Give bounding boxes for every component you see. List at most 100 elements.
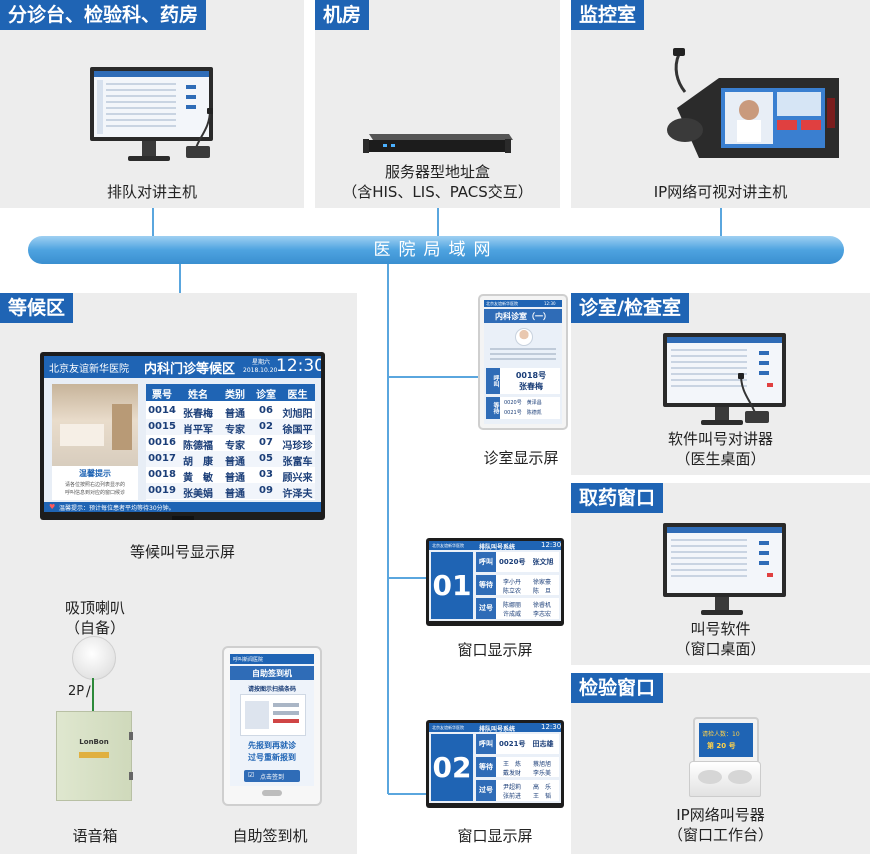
cell-doctor: 张富车 <box>282 457 313 468</box>
server-caption-line1: 服务器型地址盒 <box>384 163 490 181</box>
clinic-title: 内科诊室（一） <box>495 312 551 321</box>
cell-ticket: 0019 <box>148 485 176 496</box>
kiosk-caption: 自助签到机 <box>232 827 308 845</box>
cell-type: 普通 <box>225 473 245 484</box>
consult-caption-line2: （医生桌面） <box>675 450 766 468</box>
cell-type: 普通 <box>225 489 245 500</box>
cell-name: 张春梅 <box>183 409 213 420</box>
clinic-call-tag: 呼叫 <box>486 368 500 394</box>
triage-drop-line <box>152 208 154 238</box>
doctor-avatar-icon <box>515 328 533 346</box>
window2-time: 12:30 <box>541 723 561 731</box>
window2-call-tag: 呼叫 <box>476 734 496 754</box>
window1-wait-name-0: 李小丹 <box>503 579 522 586</box>
cell-ticket: 0014 <box>148 405 176 416</box>
branch-clinic-line <box>388 376 478 378</box>
window2-pass-tag: 过号 <box>476 780 496 801</box>
cell-room: 03 <box>259 469 273 480</box>
window2-wait-name-0: 王 炼 <box>503 761 522 768</box>
lab-caption-line1: IP网络叫号器 <box>676 806 765 824</box>
window2-pass-name-1: 高 乐 <box>533 784 552 791</box>
server-room-panel: 机房 服务器型地址盒 （含HIS、LIS、PACS交互） <box>315 0 560 208</box>
cell-name: 陈德福 <box>183 441 213 452</box>
window1-system: 排队叫号系统 <box>479 544 516 551</box>
server-room-title: 机房 <box>315 0 370 30</box>
network-bus: 医院局域网 <box>28 236 844 264</box>
window1-wait-name-2: 陈立农 <box>503 588 522 595</box>
window1-pass-name-3: 李志宏 <box>533 611 552 618</box>
doctor-desktop-monitor <box>663 333 788 433</box>
monitor-room-title: 监控室 <box>571 0 645 30</box>
consult-panel-title: 诊室/检查室 <box>571 293 689 323</box>
waiting-tip-line1: 请各位按照右边列表显示的 <box>64 482 125 488</box>
cell-room: 07 <box>259 437 273 448</box>
cell-doctor: 许泽夫 <box>282 489 313 500</box>
main-vertical-line <box>387 264 389 794</box>
clinic-screen-caption: 诊室显示屏 <box>483 449 559 467</box>
clinic-call-name: 张春梅 <box>519 382 543 391</box>
waiting-time: 12:30 <box>276 356 321 376</box>
monitor-drop-line <box>720 208 722 238</box>
cell-ticket: 0016 <box>148 437 176 448</box>
kiosk-checkin-button[interactable]: ☑ 点击签到 <box>244 770 300 782</box>
window2-number: 02 <box>431 734 473 801</box>
clinic-screen: 北京友谊新华医院 12:30 内科诊室（一） 呼叫 0018号 张春梅 等待 0… <box>478 294 568 430</box>
speaker-caption-line1: 吸顶喇叭 <box>64 599 125 617</box>
cell-room: 09 <box>259 485 273 496</box>
consult-caption-line1: 软件叫号对讲器 <box>667 430 773 448</box>
server-box-icon <box>363 134 513 153</box>
window1-number: 01 <box>431 552 473 619</box>
window1-pass-name-0: 陈娜丽 <box>503 602 522 609</box>
cell-doctor: 刘旭阳 <box>282 409 313 420</box>
cell-doctor: 徐国平 <box>282 425 313 436</box>
wire-slash-icon: / <box>86 684 91 700</box>
window-screen-2: 北京友谊新华医院 排队叫号系统 12:30 02 呼叫 0021号 田志雄 等待… <box>426 720 564 808</box>
cell-type: 专家 <box>225 441 245 452</box>
pharmacy-panel: 取药窗口 叫号软件 （窗口桌面） <box>571 483 870 665</box>
window2-call-text: 0021号 田志雄 <box>499 740 554 748</box>
cell-room: 02 <box>259 421 273 432</box>
clinic-wait2: 0021号 陈德凯 <box>504 410 542 416</box>
waiting-panel-title: 等候区 <box>0 293 74 323</box>
clinic-call-number: 0018号 <box>515 371 547 380</box>
window1-hospital: 北京友谊新华医院 <box>432 543 464 548</box>
window2-pass-name-0: 尹超莉 <box>503 784 522 791</box>
col-name: 姓名 <box>188 390 208 401</box>
triage-caption: 排队对讲主机 <box>106 183 197 201</box>
voice-box-caption: 语音箱 <box>72 827 118 845</box>
cell-doctor: 顾兴来 <box>282 473 313 484</box>
cell-name: 胡 康 <box>183 457 213 468</box>
cell-room: 06 <box>259 405 273 416</box>
lab-caption-line2: （窗口工作台） <box>667 826 773 844</box>
clinic-hospital: 北京友谊新华医院 <box>486 301 518 306</box>
window1-pass-name-2: 许成威 <box>503 611 522 618</box>
cell-type: 专家 <box>225 425 245 436</box>
pharmacy-panel-title: 取药窗口 <box>571 483 664 513</box>
clinic-wait-tag: 等待 <box>486 397 500 419</box>
caller-screen-line1: 请检人数：10 <box>702 731 740 738</box>
waiting-tip-line2: 呼叫信息到对应的窗口候诊 <box>64 490 125 496</box>
window2-system: 排队叫号系统 <box>479 726 516 733</box>
voice-box: LonBon <box>56 711 133 801</box>
cell-type: 普通 <box>225 457 245 468</box>
consult-panel: 诊室/检查室 软件叫号对讲器 （医生桌面） <box>571 293 870 475</box>
pharmacy-caption-line1: 叫号软件 <box>690 620 751 638</box>
window2-wait-name-3: 李乐美 <box>533 770 552 777</box>
lab-panel-title: 检验窗口 <box>571 673 664 703</box>
window-screen-2-caption: 窗口显示屏 <box>457 827 533 845</box>
server-caption-line2: （含HIS、LIS、PACS交互） <box>342 183 533 201</box>
waiting-board-caption: 等候叫号显示屏 <box>129 543 235 561</box>
window2-hospital: 北京友谊新华医院 <box>432 725 464 730</box>
col-doctor: 医生 <box>287 390 308 401</box>
kiosk-notice1: 先报到再就诊 <box>248 741 296 750</box>
kiosk-button-label: 点击签到 <box>260 774 285 781</box>
voice-box-brand: LonBon <box>79 738 109 746</box>
lab-panel: 检验窗口 请检人数：10 第 20 号 IP网络叫号器 （窗口工作台） <box>571 673 870 854</box>
col-type: 类别 <box>225 390 245 401</box>
window-screen-1: 北京友谊新华医院 排队叫号系统 12:30 01 呼叫 0020号 张文旭 等待… <box>426 538 564 626</box>
window1-call-tag: 呼叫 <box>476 552 496 572</box>
window1-call-text: 0020号 张文旭 <box>499 558 554 566</box>
